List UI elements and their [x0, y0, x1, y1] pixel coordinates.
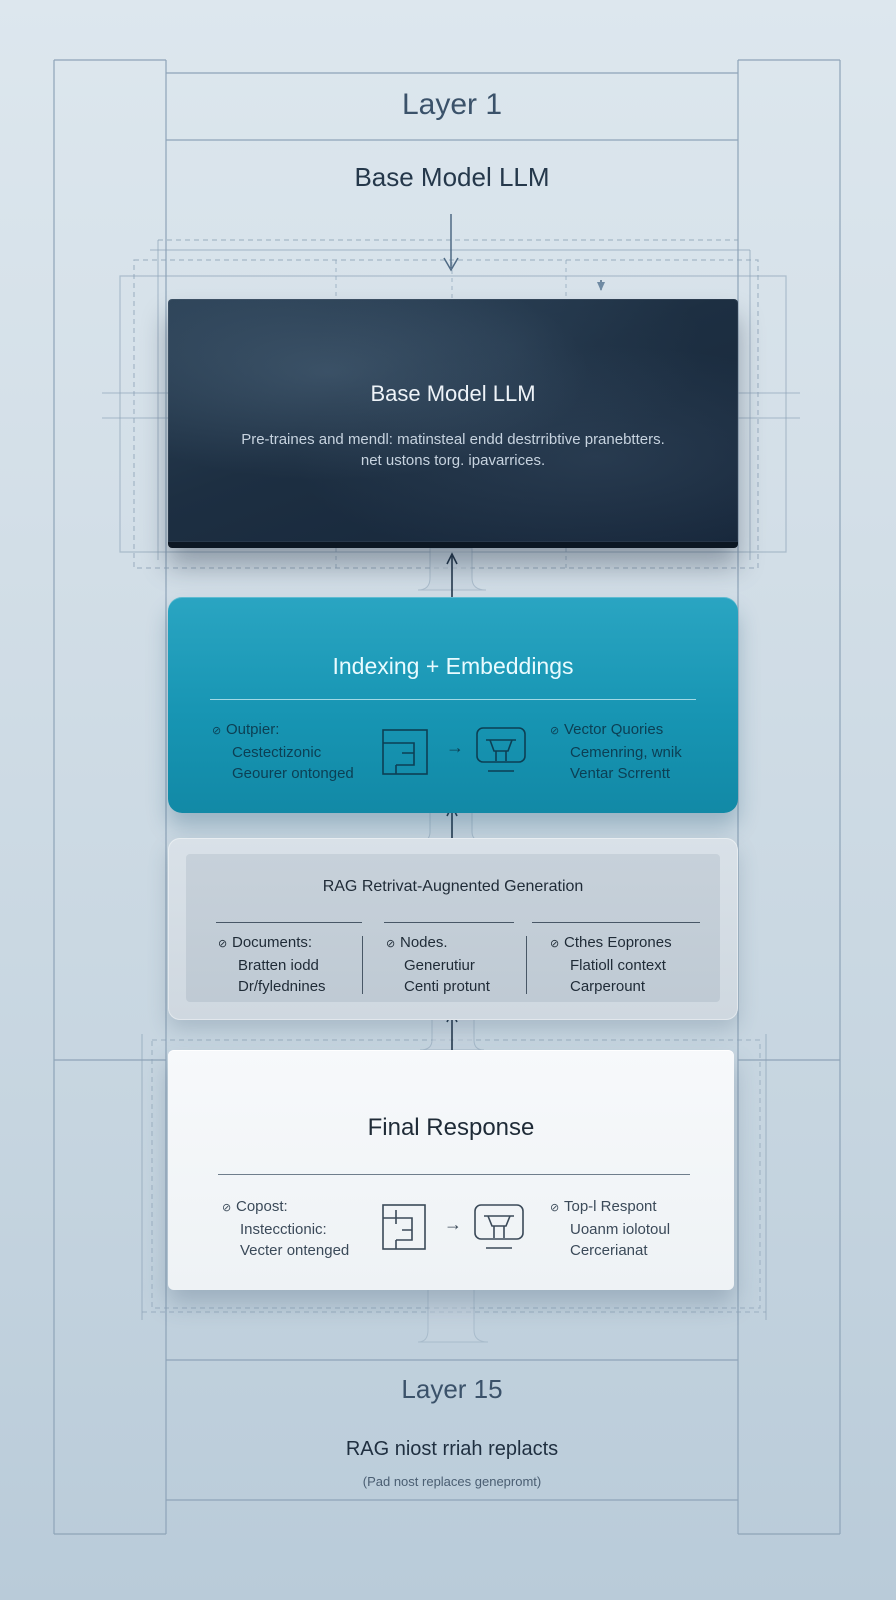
- base-model-block: Base Model LLM Pre-traines and mendl: ma…: [168, 299, 738, 548]
- vector-db-icon: [476, 727, 526, 772]
- column-divider: [526, 936, 527, 994]
- final-right-item: Cercerianat: [570, 1242, 648, 1259]
- final-response-block: Final Response ⊘ Copost: Instecctionic: V…: [168, 1050, 734, 1290]
- rag-item: Generutiur: [404, 957, 475, 974]
- layer-bottom-label: Layer 15: [401, 1374, 503, 1404]
- rag-block: RAG Retrivat-Augnented Generation ⊘ Docum…: [168, 838, 738, 1020]
- base-model-desc-line-1: Pre-traines and mendl: matinsteal endd d…: [241, 431, 665, 448]
- base-model-title: Base Model LLM: [370, 381, 536, 406]
- indexing-title: Indexing + Embeddings: [332, 653, 574, 679]
- indexing-right-column: ⊘ Vector Quories Cemenring, wnik Ventar S…: [550, 719, 682, 784]
- base-model-desc-line-2: net ustons torg. ipavarrices.: [360, 452, 546, 469]
- bullet-icon: ⊘: [218, 938, 228, 950]
- bullet-icon: ⊘: [550, 725, 560, 737]
- rag-item: Cthes Eoprones: [564, 934, 672, 951]
- rag-title: RAG Retrivat-Augnented Generation: [322, 878, 584, 895]
- final-right-column: ⊘ Top-l Respont Uoanm iolotoul Cerceriana…: [550, 1196, 670, 1261]
- final-response-title: Final Response: [367, 1114, 535, 1141]
- rag-column-context: ⊘ Cthes Eoprones Flatioll context Carpero…: [550, 932, 672, 997]
- divider: [216, 922, 362, 923]
- divider: [532, 922, 700, 923]
- layer-top-subtitle: Base Model LLM: [354, 162, 550, 192]
- bullet-icon: ⊘: [386, 938, 396, 950]
- divider: [218, 1174, 690, 1175]
- rag-inner-panel: [186, 854, 720, 1002]
- final-left-item: Instecctionic:: [240, 1221, 327, 1238]
- rag-item: Documents:: [232, 934, 313, 951]
- final-right-item: Uoanm iolotoul: [570, 1221, 671, 1238]
- divider: [384, 922, 514, 923]
- rag-item: Carperount: [570, 978, 646, 995]
- bullet-icon: ⊘: [550, 938, 560, 950]
- final-left-column: ⊘ Copost: Instecctionic: Vecter ontenged: [222, 1196, 349, 1261]
- indexing-embeddings-block: Indexing + Embeddings ⊘ Outpier: Cestecti…: [168, 597, 738, 813]
- final-left-item: Vecter ontenged: [240, 1242, 350, 1259]
- indexing-left-column: ⊘ Outpier: Cestectizonic Geourer ontonged: [212, 719, 354, 784]
- indexing-left-item: Outpier:: [226, 721, 280, 738]
- indexing-right-item: Ventar Scrrentt: [570, 765, 671, 782]
- vector-db-icon: [474, 1204, 524, 1249]
- rag-item: Flatioll context: [570, 957, 666, 974]
- divider: [210, 699, 696, 700]
- indexing-left-item: Cestectizonic: [232, 744, 322, 761]
- base-model-description: Pre-traines and mendl: matinsteal endd d…: [188, 429, 718, 471]
- document-structure-icon: [382, 729, 428, 775]
- layer-bottom-subtitle: RAG niost rriah replacts: [345, 1438, 559, 1460]
- rag-item: Nodes.: [400, 934, 448, 951]
- layer-top-label: Layer 1: [401, 88, 503, 121]
- rag-item: Dr/fylednines: [238, 978, 326, 995]
- rag-column-documents: ⊘ Documents: Bratten iodd Dr/fylednines: [218, 932, 326, 997]
- final-left-item: Copost:: [236, 1198, 288, 1215]
- final-right-item: Top-l Respont: [564, 1198, 657, 1215]
- bullet-icon: ⊘: [550, 1202, 560, 1214]
- bullet-icon: ⊘: [222, 1202, 232, 1214]
- indexing-right-item: Cemenring, wnik: [570, 744, 682, 761]
- layer-bottom-note: (Pad nost replaces genepromt): [362, 1474, 542, 1489]
- indexing-right-item: Vector Quories: [564, 721, 664, 738]
- document-structure-icon: [382, 1204, 426, 1250]
- arrow-right-icon: →: [444, 1214, 462, 1234]
- arrow-right-icon: →: [446, 737, 464, 757]
- indexing-left-item: Geourer ontonged: [232, 765, 354, 782]
- column-divider: [362, 936, 363, 994]
- bullet-icon: ⊘: [212, 725, 222, 737]
- rag-item: Bratten iodd: [238, 957, 319, 974]
- rag-item: Centi protunt: [404, 978, 490, 995]
- rag-column-nodes: ⊘ Nodes. Generutiur Centi protunt: [386, 932, 490, 997]
